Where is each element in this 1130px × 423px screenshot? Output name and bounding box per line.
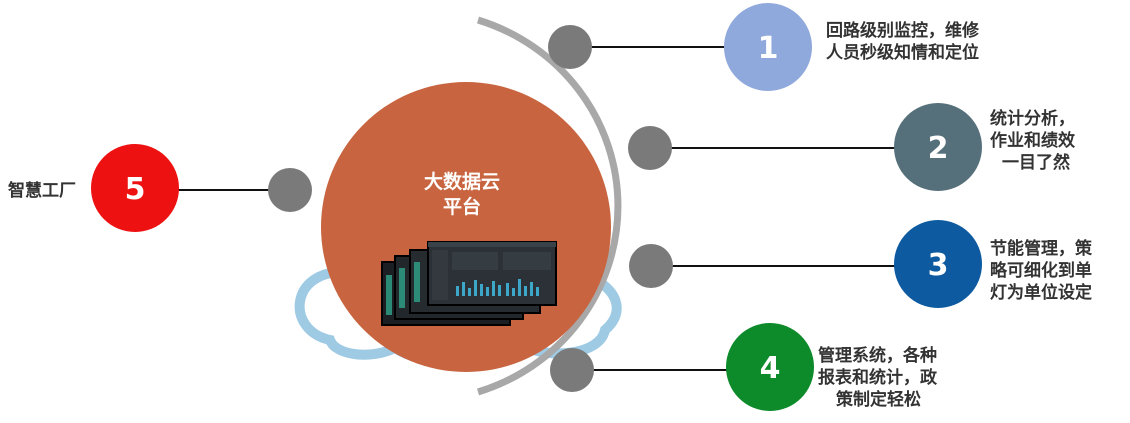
item-2-line: 一目了然 xyxy=(1002,153,1070,173)
center-title-line1: 大数据云 xyxy=(423,171,500,193)
item-1-circle xyxy=(724,3,812,91)
item-1-number: 1 xyxy=(758,31,779,66)
item-1-text: 回路级别监控，维修 人员秒级知情和定位 xyxy=(826,20,979,64)
item-3-number: 3 xyxy=(928,248,949,283)
item-2-line: 统计分析， xyxy=(990,109,1075,129)
item-4-line: 策制定轻松 xyxy=(836,390,921,410)
left-node-number: 5 xyxy=(125,172,146,207)
connector-dot-3 xyxy=(629,244,673,288)
dashboard-screens-image xyxy=(381,241,557,326)
center-title: 大数据云 平台 xyxy=(392,170,532,220)
item-3-text: 节能管理，策 略可细化到单 灯为单位设定 xyxy=(990,238,1110,304)
item-2-circle xyxy=(894,103,982,191)
center-circle xyxy=(321,82,611,372)
item-1-line: 回路级别监控，维修 xyxy=(826,21,979,41)
item-1-line: 人员秒级知情和定位 xyxy=(826,43,979,63)
outer-arc xyxy=(476,16,622,396)
item-4-circle xyxy=(726,323,814,411)
item-4-line: 管理系统，各种 xyxy=(818,346,937,366)
left-node-circle xyxy=(91,144,179,232)
connector-dot-1 xyxy=(548,25,592,69)
connector-dot-4 xyxy=(550,348,594,392)
item-3-circle xyxy=(894,220,982,308)
item-4-text: 管理系统，各种 报表和统计，政 策制定轻松 xyxy=(818,345,958,411)
connector-dot-5 xyxy=(268,168,312,212)
item-2-line: 作业和绩效 xyxy=(990,131,1075,151)
item-4-number: 4 xyxy=(760,351,781,386)
item-3-line: 略可细化到单 xyxy=(990,261,1092,281)
center-title-line2: 平台 xyxy=(442,196,481,218)
left-node-label: 智慧工厂 xyxy=(8,181,76,201)
item-3-line: 节能管理，策 xyxy=(990,239,1092,259)
item-3-line: 灯为单位设定 xyxy=(990,283,1092,303)
item-2-number: 2 xyxy=(928,131,949,166)
item-2-text: 统计分析， 作业和绩效 一目了然 xyxy=(990,108,1110,174)
item-4-line: 报表和统计，政 xyxy=(818,368,937,388)
connector-dot-2 xyxy=(628,126,672,170)
